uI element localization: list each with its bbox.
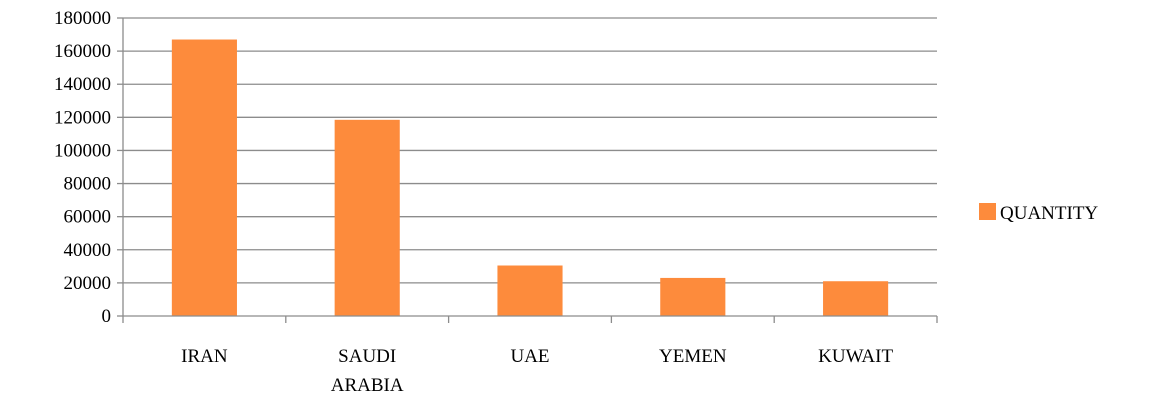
y-tick-label-80000: 80000	[64, 174, 112, 195]
x-label-line: YEMEN	[659, 346, 727, 367]
y-tick-label-180000: 180000	[54, 8, 111, 29]
legend-label-quantity: QUANTITY	[1000, 203, 1098, 224]
y-tick-label-140000: 140000	[54, 74, 111, 95]
axes	[122, 18, 938, 323]
y-tick-label-40000: 40000	[64, 240, 112, 261]
y-tick-label-0: 0	[102, 306, 112, 327]
bar-uae	[497, 265, 563, 316]
bar-kuwait	[823, 281, 889, 316]
y-tick-label-100000: 100000	[54, 140, 111, 161]
bar-yemen	[660, 277, 726, 316]
x-label-iran: IRAN	[181, 346, 228, 367]
bars	[171, 39, 889, 317]
y-tick-label-20000: 20000	[64, 273, 112, 294]
legend-swatch-quantity	[979, 203, 996, 220]
y-tick-label-120000: 120000	[54, 107, 111, 128]
x-axis-category-labels: IRAN SAUDI ARABIA UAE YEMEN KUWAIT	[181, 346, 893, 396]
legend: QUANTITY	[979, 203, 1098, 224]
x-label-uae: UAE	[510, 346, 549, 367]
x-label-yemen: YEMEN	[659, 346, 727, 367]
bar-saudi-arabia	[334, 119, 400, 316]
x-label-line: ARABIA	[331, 375, 404, 396]
y-tick-label-60000: 60000	[64, 207, 112, 228]
x-label-saudi-arabia: SAUDI ARABIA	[331, 346, 404, 396]
y-tick-label-160000: 160000	[54, 41, 111, 62]
x-label-line: UAE	[510, 346, 549, 367]
x-label-line: KUWAIT	[818, 346, 893, 367]
x-label-line: SAUDI	[338, 346, 396, 367]
y-axis-tick-labels: 0 20000 40000 60000 80000 100000 120000 140000 1…	[54, 8, 111, 327]
x-label-line: IRAN	[181, 346, 228, 367]
gridlines	[117, 17, 937, 317]
bar-iran	[171, 39, 237, 317]
x-label-kuwait: KUWAIT	[818, 346, 893, 367]
